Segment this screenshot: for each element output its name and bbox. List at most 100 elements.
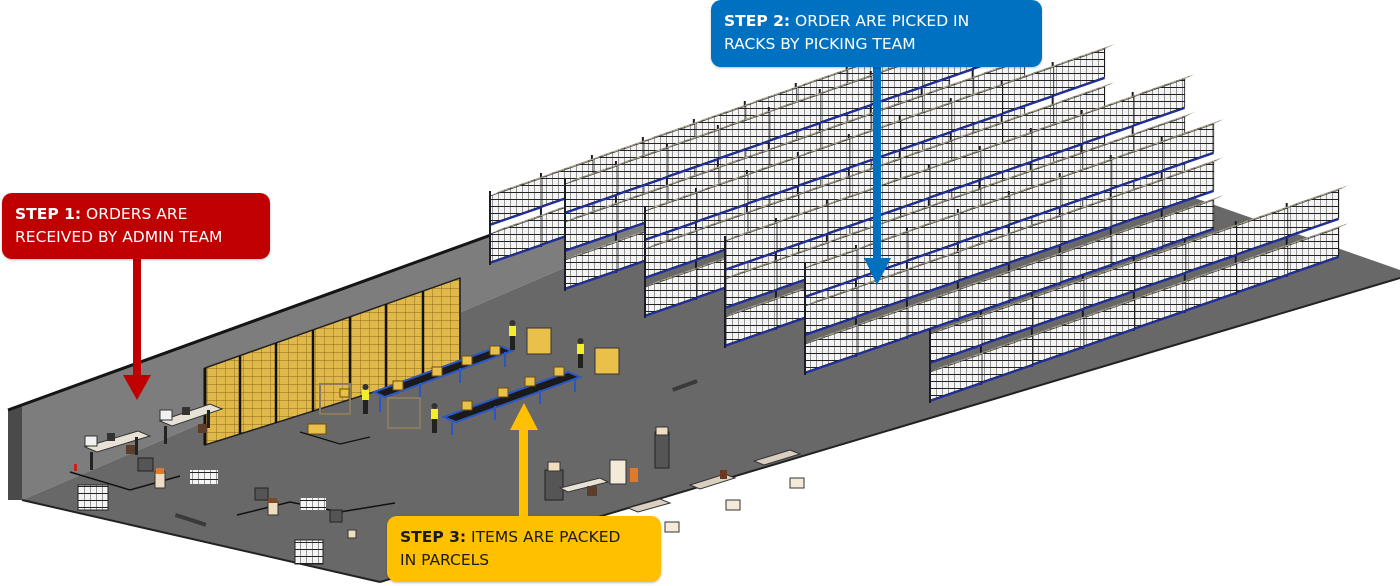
rack-pallet-top xyxy=(979,128,1042,151)
rack-beam xyxy=(957,224,1011,244)
admin-desk xyxy=(83,430,152,453)
rack-beam xyxy=(489,244,543,264)
rack-beam xyxy=(1184,254,1238,274)
rack-pallet-top xyxy=(899,136,962,159)
rack-pallet-load xyxy=(1132,78,1186,126)
rack-beam xyxy=(980,364,1034,384)
rack-beam xyxy=(906,318,960,338)
step3-line2: IN PARCELS xyxy=(400,551,490,569)
rack-pallet-top xyxy=(795,65,858,88)
step1-line1: ORDERS ARE xyxy=(81,205,188,223)
rack-beam xyxy=(768,122,822,142)
rack-beam xyxy=(644,297,698,317)
rack-pallet-top xyxy=(693,101,756,124)
rack-beam xyxy=(724,251,778,271)
rack-beam xyxy=(615,176,669,196)
printer xyxy=(159,409,173,421)
rack-pallet-top xyxy=(1008,211,1071,234)
carton-shelving xyxy=(203,276,461,447)
arrow-up-icon xyxy=(510,403,538,430)
rack-pallet-top xyxy=(746,152,809,175)
rack-beam xyxy=(929,382,983,402)
rack-beam xyxy=(1184,292,1238,312)
step1-bold-label: STEP 1: xyxy=(15,205,82,223)
rack-pallet-top xyxy=(725,294,787,317)
carton xyxy=(339,388,350,398)
rack-beam xyxy=(804,278,858,298)
rack-pallet-top xyxy=(1081,92,1144,115)
rack-beam xyxy=(1081,125,1135,145)
rack-beam xyxy=(957,300,1011,320)
floor-left-edge xyxy=(21,499,381,583)
rack-beam xyxy=(1031,308,1085,328)
rack-pallet-top xyxy=(906,209,969,232)
rack-pallet-top xyxy=(855,265,918,288)
rack-pallet-top xyxy=(805,321,867,344)
pallet-white xyxy=(190,470,218,484)
worker xyxy=(431,403,438,433)
rack-pallet-top xyxy=(1001,62,1064,85)
rack-beam xyxy=(695,203,749,223)
packing-machine xyxy=(654,431,670,469)
rack-beam xyxy=(1235,274,1289,294)
packing-bench xyxy=(319,383,351,415)
rack-pallet-top xyxy=(645,264,707,287)
rack-pallet-top xyxy=(805,245,867,268)
rack-pallet-top xyxy=(1008,173,1071,196)
rack-pallet-top xyxy=(950,118,1013,141)
rack-pallet-top xyxy=(980,293,1043,316)
carton xyxy=(524,376,536,387)
rack-pallet-top xyxy=(819,109,882,132)
rack-pallet-top xyxy=(768,127,831,150)
rack-pallet-top xyxy=(797,172,860,195)
rack-pallet-top xyxy=(591,137,654,160)
step2-callout: STEP 2: ORDER ARE PICKED IN RACKS BY PIC… xyxy=(711,0,1042,67)
rack-pallet-top xyxy=(1132,74,1195,97)
rack-pallet-top xyxy=(1286,185,1349,208)
step3-callout: STEP 3: ITEMS ARE PACKED IN PARCELS xyxy=(387,516,661,582)
packing-machine xyxy=(544,469,564,501)
rack-pallet-top xyxy=(1133,277,1196,300)
step3-line1: ITEMS ARE PACKED xyxy=(466,528,621,546)
rack-beam xyxy=(1082,290,1136,310)
rack-pallet-top xyxy=(957,267,1020,290)
step2-bold-label: STEP 2: xyxy=(724,12,791,30)
office-chair xyxy=(198,424,207,433)
rack-beam xyxy=(899,131,953,151)
rack-pallet-top xyxy=(1052,44,1115,67)
packing-bench xyxy=(387,397,421,429)
rack-beam xyxy=(929,344,983,364)
rack-beam xyxy=(906,280,960,300)
worker xyxy=(577,338,584,368)
rack-pallet-top xyxy=(565,199,627,222)
conveyor-lower xyxy=(441,370,583,424)
fire-extinguisher xyxy=(74,464,77,471)
rack-pallet-top xyxy=(1059,155,1122,178)
carton xyxy=(461,400,473,411)
worker xyxy=(362,384,369,414)
arrow-down-icon xyxy=(864,258,891,285)
rack-pallet-top xyxy=(980,331,1043,354)
rack-beam xyxy=(1059,188,1113,208)
carton xyxy=(307,423,327,435)
rack-pallet-top xyxy=(666,163,729,186)
rack-beam xyxy=(1110,208,1164,228)
rack-pallet-top xyxy=(1030,148,1093,171)
rack-pallet-top xyxy=(1082,257,1145,280)
rack-beam xyxy=(979,161,1033,181)
rack-beam xyxy=(1133,272,1187,292)
rack-beam xyxy=(489,206,543,226)
rack-pallet-top xyxy=(1052,82,1115,105)
rack-pallet-top xyxy=(490,211,552,234)
rack-pallet-top xyxy=(666,125,729,148)
rack-pallet-top xyxy=(1030,110,1093,133)
rack-pallet-top xyxy=(1286,223,1349,246)
rack-pallet-top xyxy=(957,191,1020,214)
rack-pallet-top xyxy=(490,173,552,196)
pallet-white xyxy=(300,498,326,510)
rack-pallet-top xyxy=(921,73,984,96)
rack-beam xyxy=(804,316,858,336)
rack-pallet-top xyxy=(1161,157,1224,180)
rack-beam xyxy=(724,327,778,347)
rack-beam xyxy=(1110,246,1164,266)
